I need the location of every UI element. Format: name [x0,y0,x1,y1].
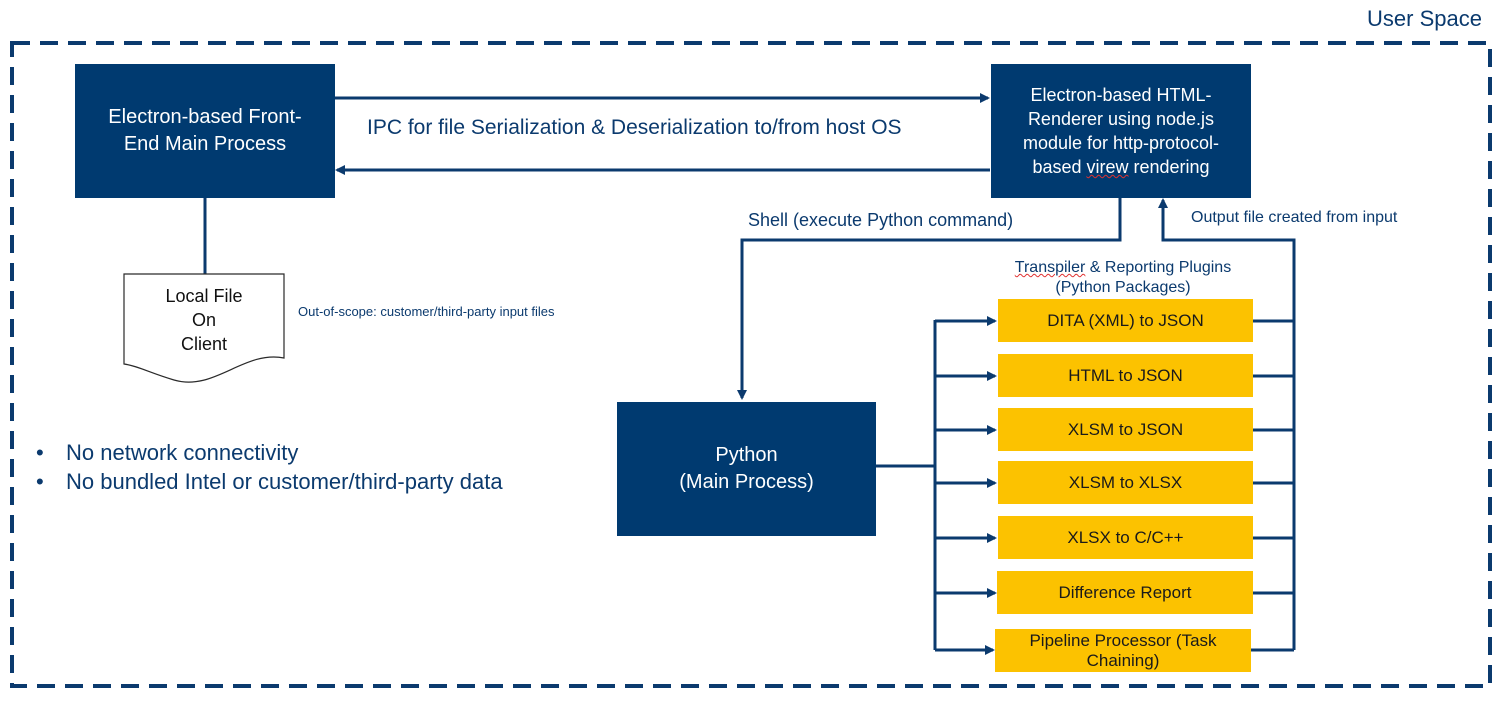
bullet-item: •No network connectivity [36,440,299,465]
frontend-main-process-box: Electron-based Front- End Main Process [75,64,335,198]
bullet-item: •No bundled Intel or customer/third-part… [36,469,503,494]
misspelled-word: virew [1086,157,1129,177]
plugin-pipeline-processor: Pipeline Processor (Task Chaining) [995,629,1251,672]
renderer-line-4: based virew rendering [1032,157,1210,177]
plugins-header: Transpiler & Reporting Plugins (Python P… [1014,259,1232,296]
user-space-label: User Space [1367,6,1482,31]
plugin-difference-report: Difference Report [997,571,1253,614]
constraints-list: •No network connectivity •No bundled Int… [36,438,503,496]
python-main-process-box: Python (Main Process) [617,402,876,536]
renderer-line-2: Renderer using node.js [1027,109,1215,129]
plugin-dita-to-json: DITA (XML) to JSON [998,299,1253,342]
python-line-1: Python [715,444,778,466]
renderer-line-3: module for http-protocol- [1022,133,1220,153]
renderer-line-1: Electron-based HTML- [1030,85,1212,105]
ipc-label: IPC for file Serialization & Deserializa… [367,116,902,139]
out-of-scope-note: Out-of-scope: customer/third-party input… [298,304,555,319]
local-file-label: Local File On Client [165,286,243,354]
output-label: Output file created from input [1191,209,1398,226]
output-arrow [1158,198,1296,650]
python-line-2: (Main Process) [679,471,814,493]
shell-label: Shell (execute Python command) [748,210,1014,230]
user-space-boundary [10,41,1492,688]
local-file-shape [123,273,285,383]
shell-arrow [737,198,1122,400]
plugin-xlsx-to-c: XLSX to C/C++ [998,516,1253,559]
frontend-line-2: End Main Process [123,133,287,155]
plugin-xlsm-to-json: XLSM to JSON [998,408,1253,451]
plugin-xlsm-to-xlsx: XLSM to XLSX [998,461,1253,504]
frontend-line-1: Electron-based Front- [108,106,302,128]
plugin-html-to-json: HTML to JSON [998,354,1253,397]
html-renderer-box: Electron-based HTML- Renderer using node… [991,64,1251,198]
